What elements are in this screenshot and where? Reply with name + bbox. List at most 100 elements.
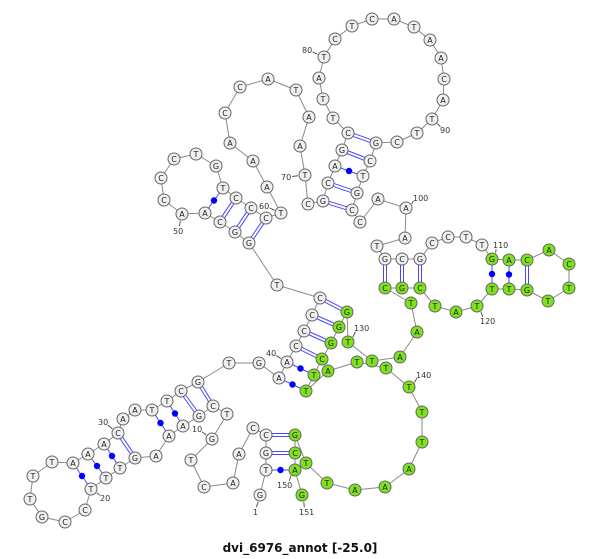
nucleotide-97[interactable]: C xyxy=(345,203,359,217)
nucleotide-107[interactable]: C xyxy=(441,230,455,244)
nucleotide-105[interactable]: G xyxy=(413,252,427,266)
nucleotide-101[interactable]: A xyxy=(398,231,412,245)
nucleotide-86[interactable]: A xyxy=(423,33,437,47)
nucleotide-16[interactable]: A xyxy=(149,449,163,463)
nucleotide-74[interactable]: A xyxy=(328,159,342,173)
nucleotide-82[interactable]: T xyxy=(345,19,359,33)
nucleotide-112[interactable]: C xyxy=(520,253,534,267)
nucleotide-117[interactable]: G xyxy=(520,283,534,297)
nucleotide-127[interactable]: A xyxy=(410,325,424,339)
nucleotide-90[interactable]: T xyxy=(425,112,439,126)
nucleotide-64[interactable]: C xyxy=(218,106,232,120)
nucleotide-110[interactable]: G xyxy=(485,252,499,266)
nucleotide-129[interactable]: T xyxy=(365,354,379,368)
nucleotide-131[interactable]: G xyxy=(340,305,354,319)
nucleotide-12[interactable]: C xyxy=(206,399,220,413)
nucleotide-104[interactable]: C xyxy=(395,252,409,266)
nucleotide-135[interactable]: T xyxy=(307,368,321,382)
nucleotide-47[interactable]: G xyxy=(228,225,242,239)
nucleotide-118[interactable]: T xyxy=(502,282,516,296)
nucleotide-46[interactable]: G xyxy=(242,236,256,250)
nucleotide-80[interactable]: T xyxy=(317,50,331,64)
nucleotide-55[interactable]: G xyxy=(209,159,223,173)
nucleotide-88[interactable]: C xyxy=(437,72,451,86)
nucleotide-41[interactable]: C xyxy=(289,339,303,353)
nucleotide-138[interactable]: T xyxy=(350,355,364,369)
nucleotide-54[interactable]: T xyxy=(189,147,203,161)
nucleotide-7[interactable]: A xyxy=(226,476,240,490)
nucleotide-87[interactable]: A xyxy=(434,51,448,65)
nucleotide-123[interactable]: C xyxy=(413,281,427,295)
nucleotide-81[interactable]: C xyxy=(328,32,342,46)
nucleotide-134[interactable]: C xyxy=(315,352,329,366)
nucleotide-38[interactable]: G xyxy=(252,356,266,370)
nucleotide-37[interactable]: T xyxy=(222,356,236,370)
nucleotide-103[interactable]: G xyxy=(378,252,392,266)
nucleotide-140[interactable]: T xyxy=(402,380,416,394)
nucleotide-102[interactable]: T xyxy=(370,239,384,253)
nucleotide-84[interactable]: A xyxy=(387,12,401,26)
nucleotide-33[interactable]: T xyxy=(145,403,159,417)
nucleotide-58[interactable]: C xyxy=(244,201,258,215)
nucleotide-78[interactable]: T xyxy=(316,92,330,106)
nucleotide-120[interactable]: T xyxy=(470,299,484,313)
nucleotide-34[interactable]: T xyxy=(160,394,174,408)
nucleotide-142[interactable]: T xyxy=(415,435,429,449)
nucleotide-76[interactable]: C xyxy=(341,126,355,140)
nucleotide-137[interactable]: A xyxy=(321,364,335,378)
nucleotide-106[interactable]: C xyxy=(425,236,439,250)
nucleotide-20[interactable]: T xyxy=(84,482,98,496)
nucleotide-8[interactable]: C xyxy=(197,480,211,494)
nucleotide-96[interactable]: G xyxy=(350,186,364,200)
nucleotide-71[interactable]: C xyxy=(301,197,315,211)
nucleotide-25[interactable]: T xyxy=(26,469,40,483)
nucleotide-63[interactable]: A xyxy=(223,136,237,150)
nucleotide-45[interactable]: T xyxy=(270,278,284,292)
nucleotide-36[interactable]: G xyxy=(191,375,205,389)
nucleotide-44[interactable]: C xyxy=(313,291,327,305)
nucleotide-79[interactable]: A xyxy=(312,71,326,85)
nucleotide-4[interactable]: C xyxy=(259,428,273,442)
nucleotide-94[interactable]: C xyxy=(363,154,377,168)
nucleotide-59[interactable]: C xyxy=(259,211,273,225)
nucleotide-49[interactable]: A xyxy=(198,206,212,220)
nucleotide-14[interactable]: A xyxy=(176,419,190,433)
nucleotide-83[interactable]: C xyxy=(365,12,379,26)
nucleotide-95[interactable]: T xyxy=(356,169,370,183)
nucleotide-31[interactable]: A xyxy=(116,412,130,426)
nucleotide-15[interactable]: A xyxy=(162,429,176,443)
nucleotide-144[interactable]: A xyxy=(378,480,392,494)
nucleotide-109[interactable]: T xyxy=(475,238,489,252)
nucleotide-67[interactable]: T xyxy=(289,83,303,97)
nucleotide-2[interactable]: T xyxy=(259,463,273,477)
nucleotide-40[interactable]: A xyxy=(280,355,294,369)
nucleotide-68[interactable]: A xyxy=(302,110,316,124)
nucleotide-100[interactable]: A xyxy=(399,201,413,215)
nucleotide-24[interactable]: T xyxy=(23,492,37,506)
nucleotide-26[interactable]: T xyxy=(45,455,59,469)
nucleotide-13[interactable]: G xyxy=(192,409,206,423)
nucleotide-85[interactable]: T xyxy=(407,20,421,34)
nucleotide-70[interactable]: T xyxy=(298,168,312,182)
nucleotide-43[interactable]: C xyxy=(305,308,319,322)
nucleotide-141[interactable]: T xyxy=(415,405,429,419)
nucleotide-108[interactable]: T xyxy=(459,230,473,244)
nucleotide-22[interactable]: C xyxy=(58,515,72,529)
nucleotide-130[interactable]: T xyxy=(341,335,355,349)
nucleotide-73[interactable]: C xyxy=(321,176,335,190)
nucleotide-42[interactable]: C xyxy=(297,324,311,338)
nucleotide-93[interactable]: G xyxy=(369,136,383,150)
nucleotide-111[interactable]: A xyxy=(502,253,516,267)
nucleotide-121[interactable]: A xyxy=(449,305,463,319)
nucleotide-57[interactable]: C xyxy=(229,191,243,205)
nucleotide-30[interactable]: C xyxy=(111,426,125,440)
nucleotide-1[interactable]: G xyxy=(253,488,267,502)
nucleotide-128[interactable]: A xyxy=(393,350,407,364)
nucleotide-11[interactable]: T xyxy=(220,407,234,421)
nucleotide-115[interactable]: T xyxy=(562,281,576,295)
nucleotide-98[interactable]: C xyxy=(353,215,367,229)
nucleotide-114[interactable]: C xyxy=(562,257,576,271)
nucleotide-125[interactable]: C xyxy=(378,281,392,295)
nucleotide-89[interactable]: A xyxy=(436,93,450,107)
nucleotide-62[interactable]: A xyxy=(246,154,260,168)
